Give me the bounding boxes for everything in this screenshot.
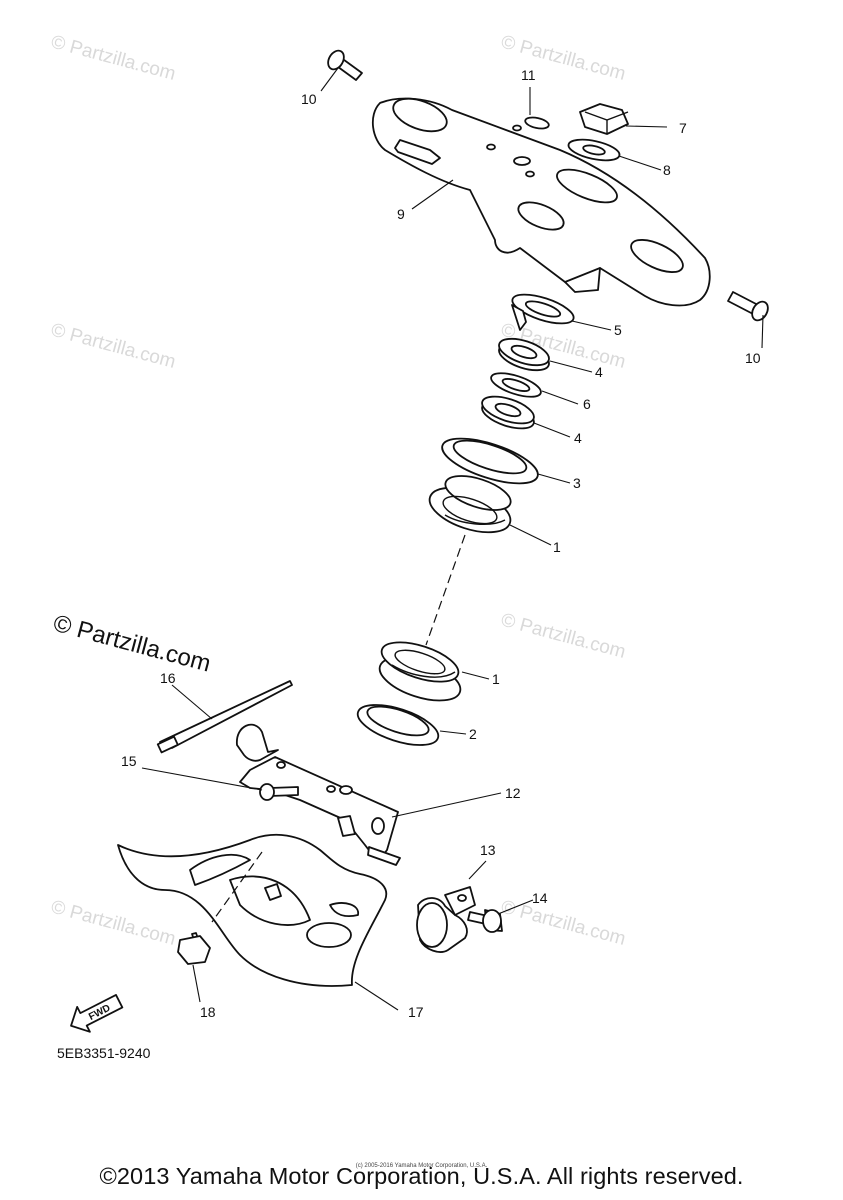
callout-3: 3 bbox=[573, 475, 581, 491]
washer-part-6 bbox=[490, 372, 542, 398]
bolt-part-18 bbox=[177, 932, 211, 965]
callout-7: 7 bbox=[679, 120, 687, 136]
bolt-part-10-right bbox=[727, 291, 769, 322]
bearing-part-1-lower bbox=[378, 641, 462, 702]
callout-2: 2 bbox=[469, 726, 477, 742]
copyright-small-text: (c) 2005-2016 Yamaha Motor Corporation, … bbox=[355, 1163, 488, 1169]
watermark: © Partzilla.com bbox=[49, 32, 178, 85]
callout-14: 14 bbox=[532, 890, 548, 906]
callout-12: 12 bbox=[505, 785, 521, 801]
ring-nut-part-4-upper bbox=[498, 337, 550, 372]
plate-part-11 bbox=[524, 116, 550, 130]
leader-lines bbox=[141, 67, 764, 1011]
bolt-part-10-top bbox=[327, 49, 363, 81]
callout-10-right: 10 bbox=[745, 350, 761, 366]
lock-washer-part-5 bbox=[511, 293, 575, 331]
callout-8: 8 bbox=[663, 162, 671, 178]
nut-part-7 bbox=[579, 103, 629, 135]
stem-axis-line bbox=[425, 534, 466, 646]
watermark-large: © Partzilla.com bbox=[50, 610, 213, 678]
callout-1-lower: 1 bbox=[492, 671, 500, 687]
copyright-text: ©2013 Yamaha Motor Corporation, U.S.A. A… bbox=[99, 1163, 744, 1189]
ring-nut-part-4-lower bbox=[481, 395, 535, 430]
callout-17: 17 bbox=[408, 1004, 424, 1020]
bracket-part-12 bbox=[236, 723, 401, 866]
diagram-code: 5EB3351-9240 bbox=[57, 1045, 151, 1061]
upper-bracket-part-9 bbox=[371, 97, 711, 307]
watermark: © Partzilla.com bbox=[499, 610, 628, 663]
watermark: © Partzilla.com bbox=[49, 320, 178, 373]
seal-part-2 bbox=[356, 704, 440, 746]
callout-9: 9 bbox=[397, 206, 405, 222]
callout-1-upper: 1 bbox=[553, 539, 561, 555]
callout-labels: 1 1 2 3 4 4 5 6 7 8 9 10 10 11 12 13 14 … bbox=[121, 67, 761, 1020]
watermark: © Partzilla.com bbox=[499, 32, 628, 85]
cover-part-3 bbox=[441, 437, 539, 485]
callout-5: 5 bbox=[614, 322, 622, 338]
watermark: © Partzilla.com bbox=[499, 897, 628, 950]
callout-4-lower: 4 bbox=[574, 430, 582, 446]
clamp-part-13 bbox=[416, 886, 476, 953]
callout-13: 13 bbox=[480, 842, 496, 858]
cable-tie-part-16 bbox=[156, 680, 293, 754]
callout-15: 15 bbox=[121, 753, 137, 769]
bearing-part-1-upper bbox=[428, 475, 512, 534]
cover-part-17 bbox=[117, 833, 388, 987]
callout-11: 11 bbox=[521, 67, 536, 83]
fwd-arrow-icon: FWD bbox=[70, 994, 124, 1033]
callout-4-upper: 4 bbox=[595, 364, 603, 380]
callout-16: 16 bbox=[160, 670, 176, 686]
callout-6: 6 bbox=[583, 396, 591, 412]
bolt-part-14 bbox=[467, 909, 503, 933]
callout-10-top: 10 bbox=[301, 91, 317, 107]
bolt-part-15 bbox=[259, 783, 299, 801]
callout-18: 18 bbox=[200, 1004, 216, 1020]
washer-part-8 bbox=[567, 138, 621, 162]
watermark: © Partzilla.com bbox=[49, 897, 178, 950]
